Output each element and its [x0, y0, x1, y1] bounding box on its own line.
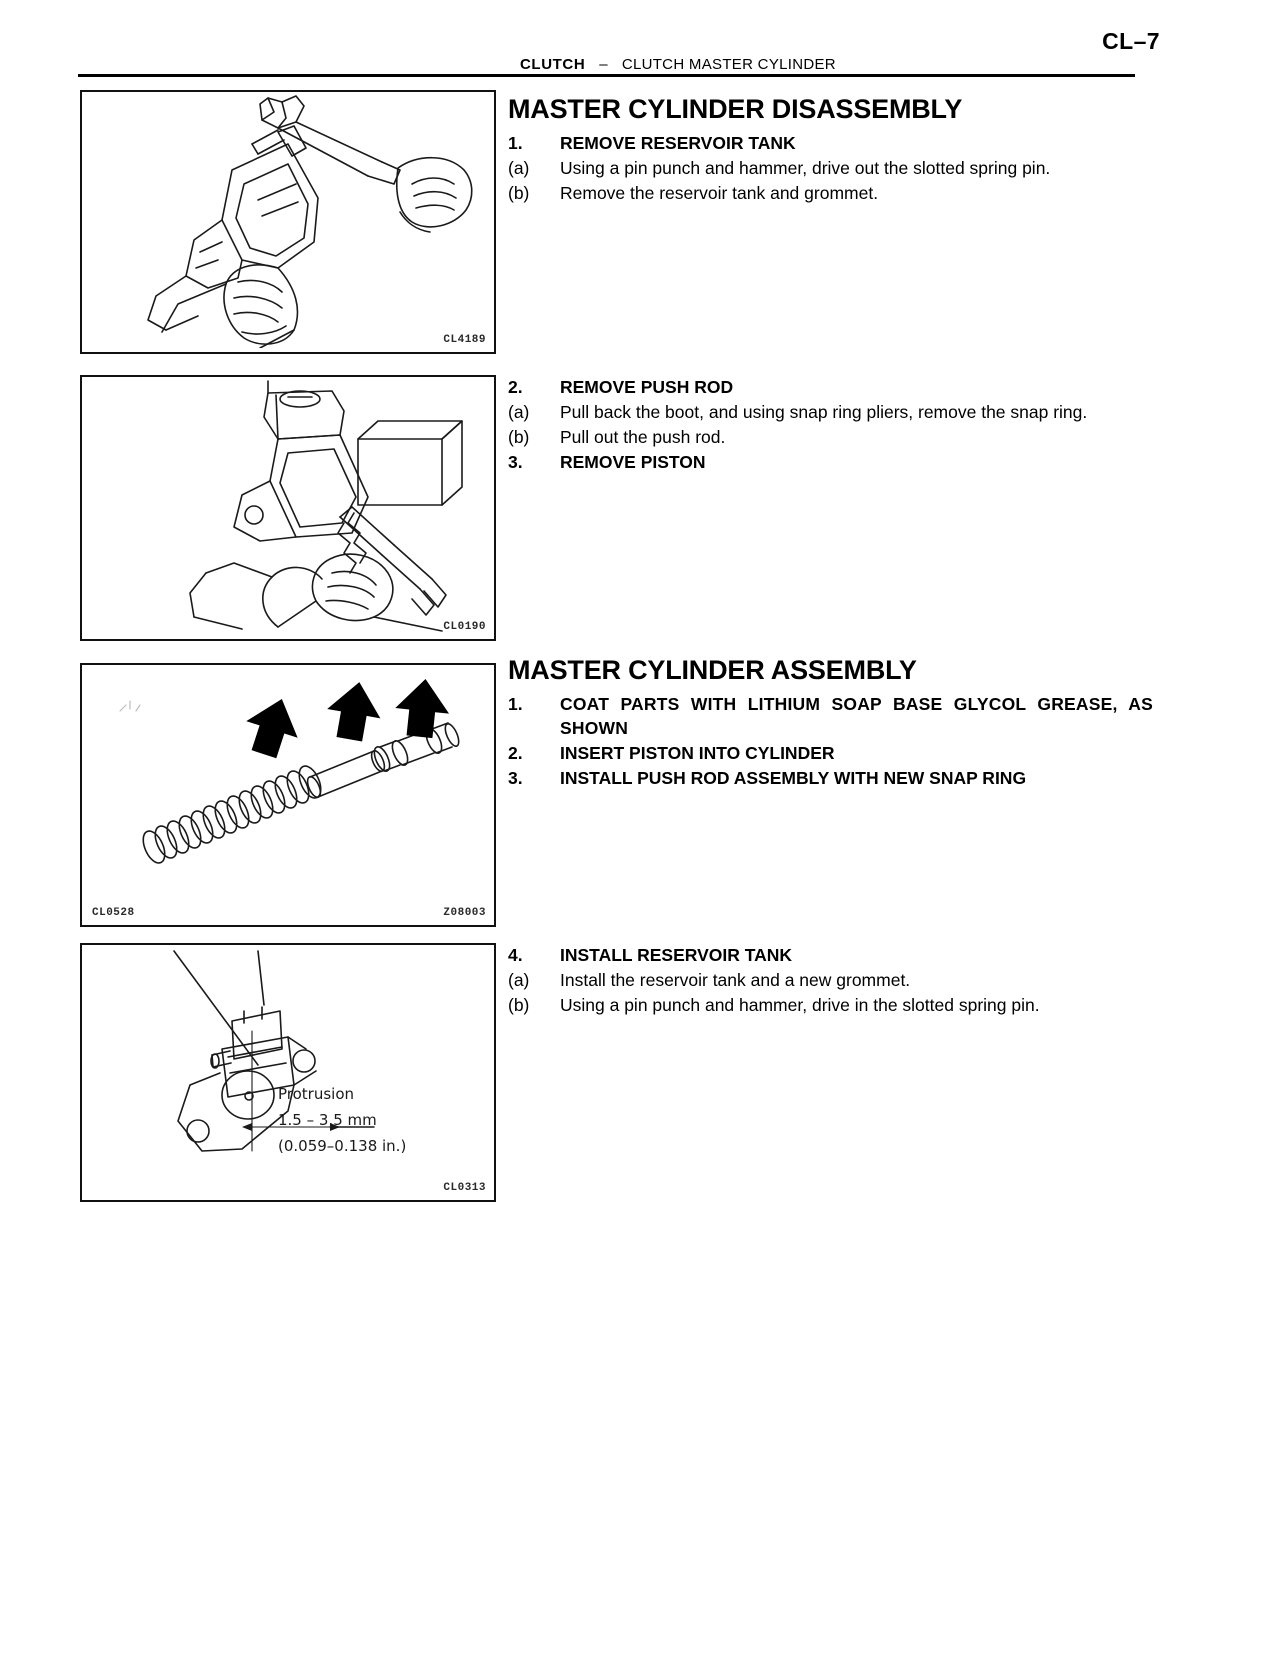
step-text: REMOVE PUSH ROD: [560, 377, 734, 397]
step-text: Using a pin punch and hammer, drive out …: [560, 157, 1051, 178]
step-2b: (b) Pull out the push rod.: [508, 425, 1153, 449]
assembly-text-block: MASTER CYLINDER ASSEMBLY 1. COAT PARTS W…: [508, 655, 1153, 791]
step-2a: (a) Pull back the boot, and using snap r…: [508, 400, 1153, 424]
header-divider: [78, 74, 1135, 77]
breadcrumb-separator: –: [599, 56, 608, 73]
section-title-assembly: MASTER CYLINDER ASSEMBLY: [508, 655, 917, 685]
step-marker: 3.: [508, 768, 523, 789]
step-marker: 2.: [508, 377, 523, 397]
remove-push-rod-illustration: CL0190: [80, 375, 496, 641]
step-marker: (a): [508, 970, 530, 991]
breadcrumb: CLUTCH–CLUTCH MASTER CYLINDER: [520, 56, 836, 73]
step-text: Pull back the boot, and using snap ring …: [560, 402, 1088, 423]
reservoir-tank-protrusion-illustration: Protrusion 1.5 – 3.5 mm (0.059–0.138 in.…: [80, 943, 496, 1202]
install-step-4b: (b) Using a pin punch and hammer, drive …: [508, 993, 1153, 1017]
push-rod-text-block: 2. REMOVE PUSH ROD (a) Pull back the boo…: [508, 375, 1153, 476]
figure-code: CL0313: [443, 1182, 486, 1194]
step-marker: 1.: [508, 693, 523, 714]
step-text: Install the reservoir tank and a new gro…: [560, 970, 911, 991]
step-marker: 3.: [508, 452, 523, 473]
figure-code: Z08003: [443, 907, 486, 919]
step-text: INSTALL RESERVOIR TANK: [560, 945, 793, 965]
step-text: Remove the reservoir tank and grommet.: [560, 182, 879, 203]
step-marker: 4.: [508, 945, 523, 965]
grease-application-illustration: CL0528 Z08003: [80, 663, 496, 927]
step-text: INSERT PISTON INTO CYLINDER: [560, 742, 835, 763]
step-1b: (b) Remove the reservoir tank and gromme…: [508, 181, 1153, 205]
protrusion-label: Protrusion: [278, 1085, 354, 1103]
step-marker: (a): [508, 157, 530, 178]
breadcrumb-section: CLUTCH: [520, 56, 586, 73]
install-tank-text-block: 4. INSTALL RESERVOIR TANK (a) Install th…: [508, 943, 1153, 1018]
step-marker: (b): [508, 427, 530, 448]
assembly-step-1: 1. COAT PARTS WITH LITHIUM SOAP BASE GLY…: [508, 692, 1153, 740]
remove-reservoir-tank-illustration: CL4189: [80, 90, 496, 354]
step-2: 2. REMOVE PUSH ROD: [508, 375, 1153, 399]
disassembly-text-block: MASTER CYLINDER DISASSEMBLY 1. REMOVE RE…: [508, 94, 1153, 206]
breadcrumb-subsection: CLUTCH MASTER CYLINDER: [621, 56, 836, 73]
protrusion-metric: 1.5 – 3.5 mm: [278, 1111, 377, 1129]
assembly-step-2: 2. INSERT PISTON INTO CYLINDER: [508, 741, 1153, 765]
step-text: COAT PARTS WITH LITHIUM SOAP BASE GLYCOL…: [560, 693, 1153, 738]
protrusion-imperial: (0.059–0.138 in.): [278, 1137, 406, 1155]
step-marker: 2.: [508, 742, 523, 763]
page-number: CL–7: [1102, 28, 1160, 54]
install-step-4a: (a) Install the reservoir tank and a new…: [508, 968, 1153, 992]
step-text: REMOVE PISTON: [560, 452, 706, 473]
page-title: MASTER CYLINDER DISASSEMBLY: [508, 94, 963, 124]
step-marker: 1.: [508, 132, 523, 153]
install-step-4: 4. INSTALL RESERVOIR TANK: [508, 943, 1153, 967]
assembly-step-3: 3. INSTALL PUSH ROD ASSEMBLY WITH NEW SN…: [508, 766, 1153, 790]
step-3: 3. REMOVE PISTON: [508, 450, 1153, 474]
figure-code: CL0190: [443, 621, 486, 633]
step-text: Using a pin punch and hammer, drive in t…: [560, 995, 1040, 1016]
step-marker: (a): [508, 402, 530, 423]
step-marker: (b): [508, 995, 530, 1016]
step-1a: (a) Using a pin punch and hammer, drive …: [508, 156, 1153, 180]
step-1: 1. REMOVE RESERVOIR TANK: [508, 131, 1153, 155]
step-text: Pull out the push rod.: [560, 427, 726, 448]
figure-code: CL4189: [443, 334, 486, 346]
step-text: INSTALL PUSH ROD ASSEMBLY WITH NEW SNAP …: [560, 768, 1027, 789]
step-text: REMOVE RESERVOIR TANK: [560, 132, 796, 153]
figure-code-left: CL0528: [92, 907, 135, 919]
page-header: CL–7 CLUTCH–CLUTCH MASTER CYLINDER: [0, 0, 1280, 80]
step-marker: (b): [508, 182, 530, 203]
